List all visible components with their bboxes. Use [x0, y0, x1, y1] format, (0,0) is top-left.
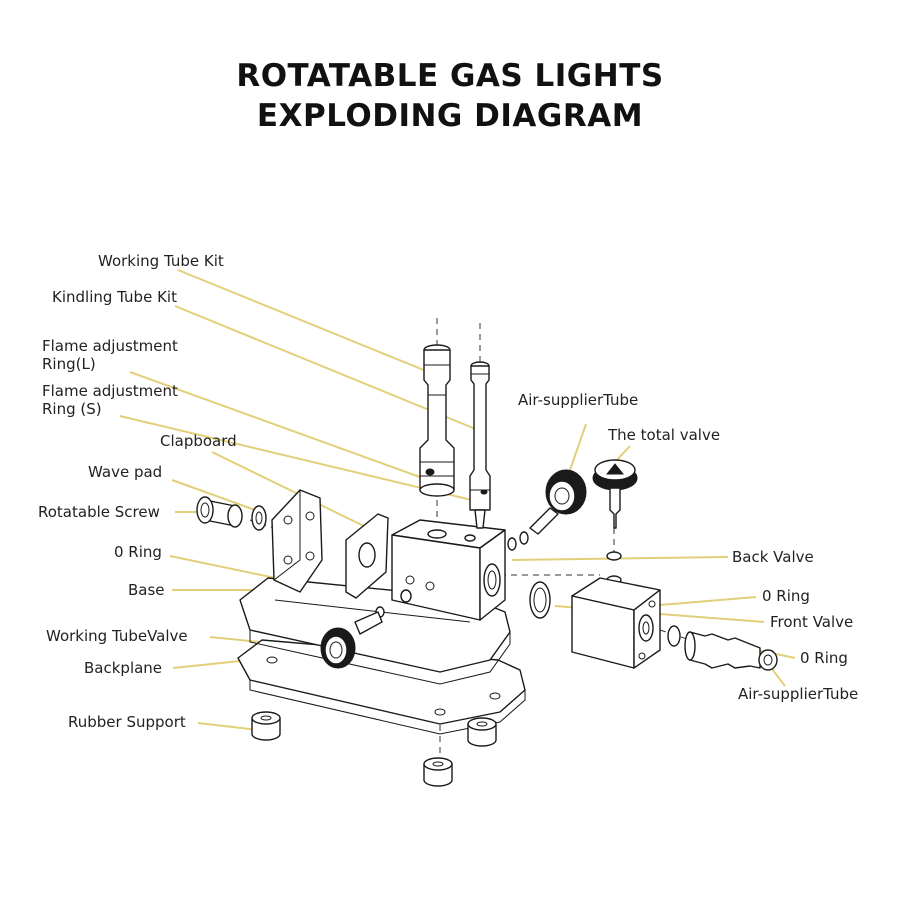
title-line-1: ROTATABLE GAS LIGHTS: [236, 58, 664, 94]
label-rubber-support: Rubber Support: [68, 713, 186, 731]
label-base: Base: [128, 581, 165, 599]
label-air-supplier-top: Air-supplierTube: [518, 391, 638, 409]
air-supplier-tube-top: [529, 469, 587, 535]
leader-flame-ring-l: [129, 371, 429, 481]
leader-rubber-support: [197, 722, 259, 731]
label-backplane: Backplane: [84, 659, 162, 677]
leader-clapboard: [211, 451, 373, 531]
rubber-support-3: [423, 757, 453, 787]
wave-pad: [251, 505, 267, 531]
total-valve: [592, 459, 638, 529]
leader-wave-pad: [171, 479, 256, 511]
label-rotatable-screw: Rotatable Screw: [38, 503, 160, 521]
label-flame-ring-s-line2: Ring (S): [42, 400, 102, 418]
label-working-tube-valve: Working TubeValve: [46, 627, 188, 645]
label-kindling-tube-kit: Kindling Tube Kit: [52, 288, 177, 306]
working-tube-kit: [419, 344, 455, 497]
leader-backplane: [172, 659, 251, 669]
label-flame-ring-l-line1: Flame adjustment: [42, 337, 178, 355]
label-flame-ring-s-line1: Flame adjustment: [42, 382, 178, 400]
leader-total-valve: [614, 445, 631, 463]
rubber-supports: [251, 711, 497, 787]
diagram-title: ROTATABLE GAS LIGHTS EXPLODING DIAGRAM: [0, 56, 900, 136]
air-supplier-tube-bottom: [684, 631, 778, 671]
o-rings-middle: [507, 531, 551, 619]
rubber-support-2: [467, 717, 497, 747]
rubber-support-1: [251, 711, 281, 741]
front-valve-block: [571, 577, 661, 669]
label-back-valve: Back Valve: [732, 548, 814, 566]
leader-air-supplier-top: [569, 423, 587, 471]
title-line-2: EXPLODING DIAGRAM: [256, 98, 644, 134]
o-ring-right: [667, 625, 681, 647]
label-air-supplier-bottom: Air-supplierTube: [738, 685, 858, 703]
label-front-valve: Front Valve: [770, 613, 853, 631]
label-wave-pad: Wave pad: [88, 463, 162, 481]
kindling-tube-kit: [469, 361, 491, 529]
label-o-ring-right-1: 0 Ring: [762, 587, 810, 605]
label-working-tube-kit: Working Tube Kit: [98, 252, 224, 270]
label-o-ring-left: 0 Ring: [114, 543, 162, 561]
label-clapboard: Clapboard: [160, 432, 237, 450]
labels: Working Tube Kit Kindling Tube Kit Flame…: [38, 252, 858, 731]
working-tube-valve: [320, 611, 383, 669]
clapboard: [271, 489, 389, 599]
label-total-valve: The total valve: [607, 426, 720, 444]
leader-working-tube-kit: [177, 269, 437, 376]
label-flame-ring-l-line2: Ring(L): [42, 355, 96, 373]
main-body-block: [391, 519, 506, 621]
leader-o-ring-right-1: [659, 596, 757, 606]
rotatable-screw: [196, 496, 243, 528]
label-o-ring-right-2: 0 Ring: [800, 649, 848, 667]
